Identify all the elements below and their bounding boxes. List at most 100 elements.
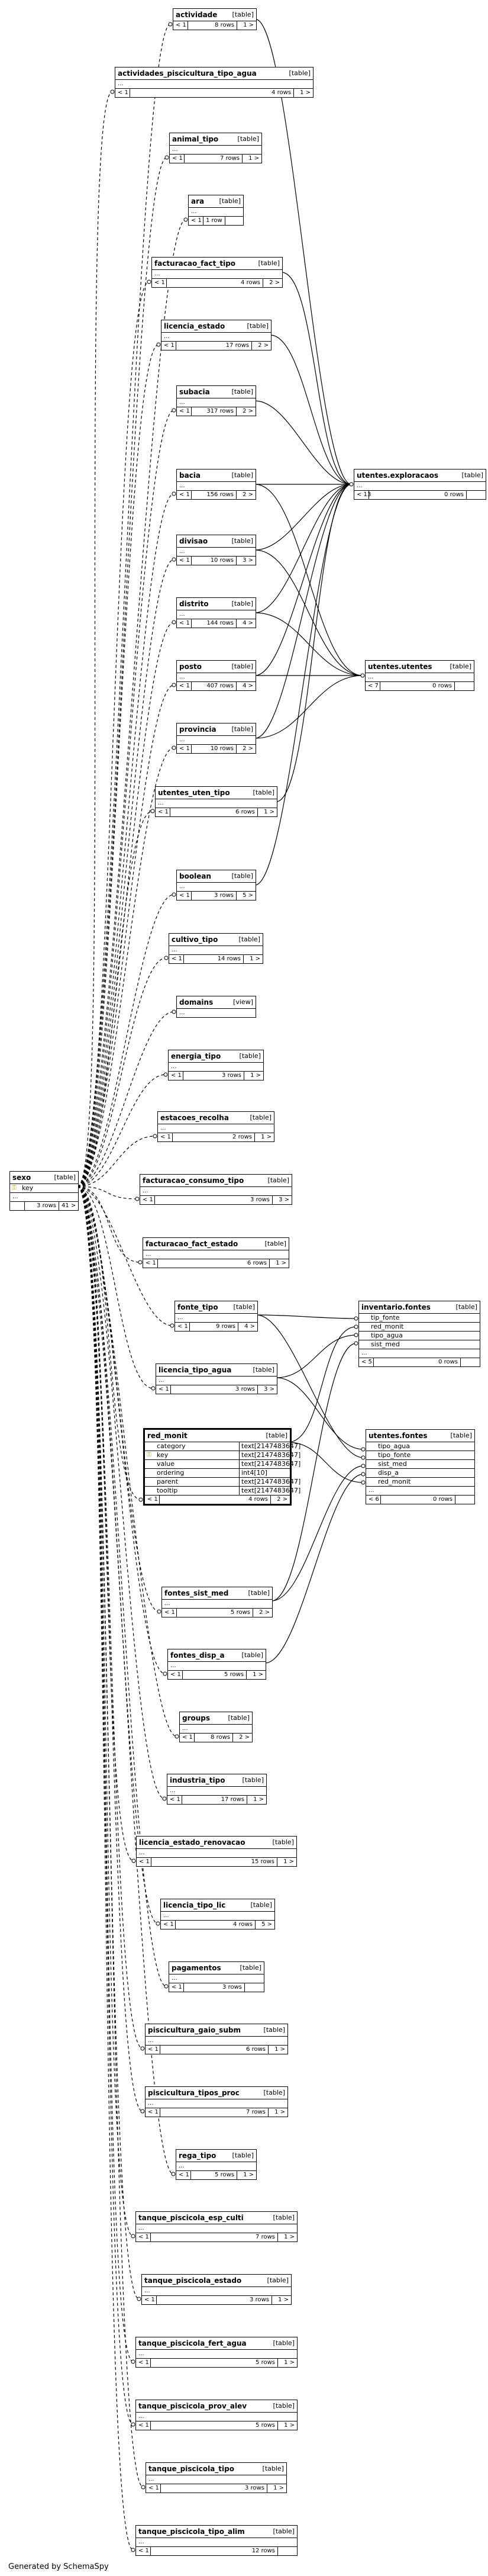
children-count xyxy=(245,1983,264,1992)
exploracaos-relationship xyxy=(255,18,352,485)
parents-count: < 1 xyxy=(137,1858,151,1866)
table-name: subacia xyxy=(179,388,210,396)
parents-count: < 1 xyxy=(169,1983,184,1992)
more-columns: ... xyxy=(156,1377,277,1385)
column-type: text[2147483647] xyxy=(241,1442,301,1450)
parents-count: < 1 xyxy=(136,2359,151,2367)
column-marker xyxy=(145,1469,153,1477)
relationship-endpoint xyxy=(361,1472,366,1477)
table-name: utentes_uten_tipo xyxy=(158,789,230,797)
children-count: 3 > xyxy=(264,1386,274,1392)
table-header: facturacao_consumo_tipo[table] xyxy=(140,1175,292,1187)
table-header: tanque_piscicola_esp_culti[table] xyxy=(136,2212,297,2224)
table-name: tanque_piscicola_prov_alev xyxy=(138,2402,247,2410)
table-type: [table] xyxy=(272,1838,294,1846)
relationship-endpoint xyxy=(135,1197,140,1201)
table-header: cultivo_tipo[table] xyxy=(169,934,263,946)
children-count: 1 > xyxy=(253,1796,264,1803)
column-row: sist_med xyxy=(366,1460,474,1469)
table-act-pisc[interactable]: actividades_piscicultura_tipo_agua[table… xyxy=(115,67,314,98)
relationship-endpoint xyxy=(168,22,173,27)
parents-count: < 1 xyxy=(136,2421,151,2430)
parents-count: < 1 xyxy=(142,2296,157,2304)
column-marker xyxy=(145,1460,153,1468)
relationship-endpoint xyxy=(110,89,115,94)
table-name: actividades_piscicultura_tipo_agua xyxy=(118,69,257,78)
table-name: tanque_piscicola_esp_culti xyxy=(138,2214,244,2222)
parents-count: < 1 xyxy=(156,808,170,816)
sexo-relationship xyxy=(77,91,113,1187)
children-count: 5 > xyxy=(243,892,253,899)
children-count: 4 > xyxy=(243,683,253,689)
more-columns: ... xyxy=(177,548,256,557)
column-name: value xyxy=(153,1460,240,1468)
table-header: ara[table] xyxy=(189,195,243,208)
table-header: fontes_disp_a[table] xyxy=(168,1649,266,1662)
sexo-relationship xyxy=(77,1186,165,1799)
children-count: 41 > xyxy=(62,1202,76,1209)
column-marker xyxy=(145,1487,153,1495)
exploracaos-relationship xyxy=(254,400,352,485)
column-type: text[2147483647] xyxy=(241,1487,301,1494)
row-count: 7 rows xyxy=(185,155,243,163)
column-marker xyxy=(145,1442,153,1451)
children-count: 3 > xyxy=(279,1197,289,1203)
table-domains[interactable]: domains[view]... xyxy=(176,996,256,1018)
more-columns: ... xyxy=(146,2475,286,2484)
table-name: groups xyxy=(182,1714,211,1722)
table-type: [table] xyxy=(231,537,253,545)
more-columns: ... xyxy=(142,2287,291,2296)
sexo-relationship xyxy=(77,1186,140,2300)
parents-count: < 1 xyxy=(162,1609,177,1617)
column-row: tip_fonte xyxy=(359,1314,480,1323)
fontes-relationship xyxy=(264,1474,364,1664)
